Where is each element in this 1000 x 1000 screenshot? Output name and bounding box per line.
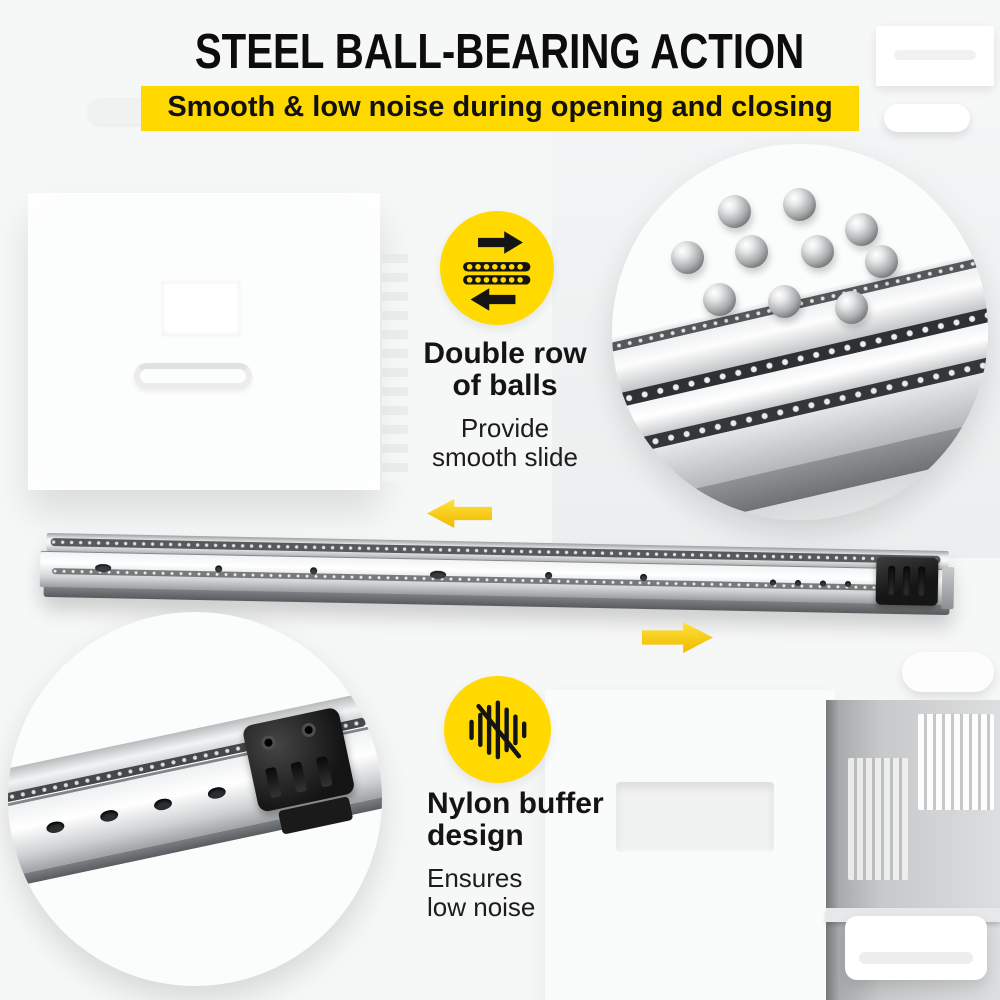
feature-title: Nylon buffer design (427, 787, 667, 853)
rail-end-cap (941, 566, 955, 610)
feature-description: Provide smooth slide (385, 414, 625, 472)
mounting-hole (819, 580, 827, 587)
buffer-slot (315, 755, 333, 788)
buffer-hole (300, 721, 318, 739)
ball-bearing (735, 235, 768, 268)
double-row-of-balls-icon (440, 211, 554, 325)
drawer-handle (884, 104, 970, 132)
ball-bearing (835, 291, 868, 324)
mounting-slot (429, 570, 447, 579)
feature-title-line: design (427, 819, 524, 853)
feature-title-line: Double row (423, 337, 587, 370)
feature-title: Double row of balls (385, 337, 625, 403)
ball-bearing (865, 245, 898, 278)
buffer-slot (264, 766, 282, 799)
drawer-side-edge (826, 700, 838, 1000)
feature-desc-line: smooth slide (432, 442, 578, 473)
drawer-recessed-plate (616, 782, 774, 852)
noise-reduction-glyph (468, 700, 527, 759)
slide-direction-arrow-left-icon (427, 499, 492, 528)
nylon-buffer-noise-icon (444, 676, 551, 783)
drawer-handle (902, 652, 994, 692)
feature-desc-line: low noise (427, 892, 536, 923)
bracket-slot (902, 566, 911, 597)
ball-bearing-closeup-photo (612, 144, 988, 520)
feature-desc-line: Provide (460, 413, 550, 444)
feature-nylon-buffer: Nylon buffer design Ensures low noise (427, 787, 667, 922)
buffer-slot (290, 761, 308, 793)
label-slot (894, 50, 976, 60)
cabinet-edge-strip (382, 254, 408, 482)
mounting-hole (844, 580, 852, 588)
ball-bearing (783, 188, 816, 221)
ball-bearing (703, 283, 736, 316)
feature-title-line: Nylon buffer (427, 787, 604, 820)
cabinet-drawer-front (28, 193, 380, 490)
hanging-files (848, 758, 908, 880)
double-row-arrows-glyph (463, 231, 531, 311)
mounting-slot (95, 563, 112, 573)
nylon-buffer-closeup-photo (8, 612, 382, 986)
ball-bearing (718, 195, 751, 228)
drawer-pull-lip (859, 952, 973, 964)
slide-rail-end-closeup (8, 623, 382, 986)
subtitle-banner: Smooth & low noise during opening and cl… (141, 86, 859, 131)
mounting-hole (769, 579, 777, 586)
drawer-handle (134, 363, 252, 389)
bracket-slot (887, 565, 896, 596)
buffer-hole (260, 734, 277, 751)
feature-title-line: of balls (452, 369, 558, 403)
mounting-hole (794, 579, 802, 587)
page-title: STEEL BALL-BEARING ACTION (195, 25, 805, 79)
drawer-label-plate (162, 281, 240, 335)
drawer-label-plate (876, 26, 994, 86)
subtitle-row: Smooth & low noise during opening and cl… (0, 86, 1000, 131)
ball-bearing (768, 285, 801, 318)
bracket-slot (917, 566, 926, 597)
feature-double-row: Double row of balls Provide smooth slide (385, 337, 625, 472)
slide-rail-closeup (612, 236, 988, 520)
ball-bearing (845, 213, 878, 246)
feature-desc-line: Ensures (427, 863, 523, 894)
drawer-pull (845, 916, 987, 980)
slide-direction-arrow-right-icon (642, 622, 713, 653)
ball-bearing (671, 241, 704, 274)
feature-description: Ensures low noise (427, 864, 667, 922)
ball-bearing (801, 235, 834, 268)
hanging-files (918, 714, 994, 810)
mounting-bracket (875, 556, 939, 606)
